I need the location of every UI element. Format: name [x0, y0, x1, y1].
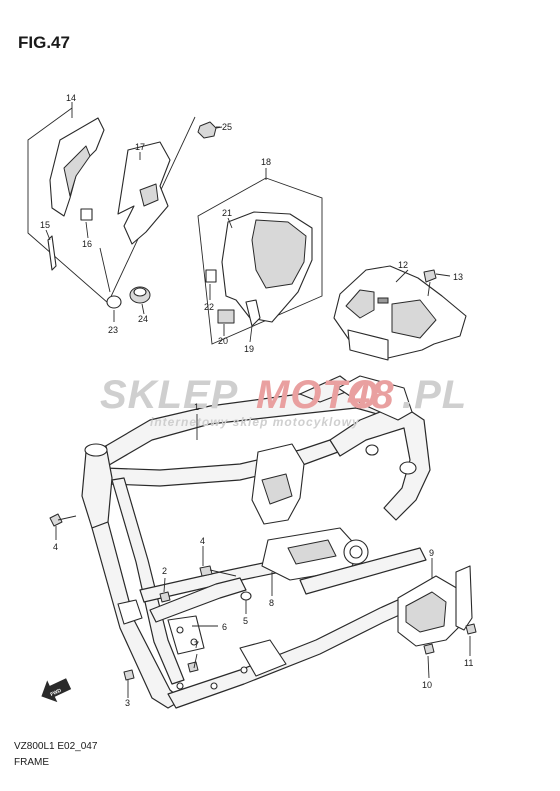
watermark-brand-mid: MOTO	[256, 373, 379, 417]
callout-22: 22	[204, 302, 214, 312]
washer-part	[106, 295, 122, 309]
figure-title: FIG.47	[18, 33, 70, 52]
callout-6: 6	[222, 622, 227, 632]
callout-4-left: 4	[53, 542, 58, 552]
main-frame-part	[81, 375, 431, 709]
callout-5: 5	[243, 616, 248, 626]
watermark-logo: SKLEP MOTO 48 .PL internetowy sklep moto…	[100, 373, 467, 429]
bracket-9-part	[397, 565, 473, 647]
leader-lines	[45, 126, 471, 698]
watermark-brand-num: 48	[347, 373, 395, 417]
callout-1: 1	[194, 402, 199, 412]
cover-clip-part	[245, 299, 261, 327]
watermark-brand-right: .PL	[402, 373, 467, 417]
callout-19: 19	[244, 344, 254, 354]
callout-21: 21	[222, 208, 232, 218]
steering-head	[81, 445, 113, 529]
cover-cushion-part	[205, 269, 217, 283]
cover-damper-part	[217, 309, 235, 324]
fasteners	[49, 513, 477, 681]
forward-arrow-label: FWD	[50, 688, 63, 698]
callout-9: 9	[429, 548, 434, 558]
callout-4-mid: 4	[200, 536, 205, 546]
callout-16: 16	[82, 239, 92, 249]
callout-2: 2	[162, 566, 167, 576]
watermark-brand-left: SKLEP	[100, 373, 238, 417]
battery-holder-part	[333, 265, 467, 361]
callout-3: 3	[125, 698, 130, 708]
watermark-tagline: internetowy sklep motocyklowy	[150, 415, 360, 429]
group-18-cover	[197, 168, 323, 345]
callout-14: 14	[66, 93, 76, 103]
forward-arrow-icon: FWD	[41, 678, 72, 703]
callout-15: 15	[40, 220, 50, 230]
model-code: VZ800L1 E02_047	[14, 741, 98, 752]
callout-12: 12	[398, 260, 408, 270]
callout-23: 23	[108, 325, 118, 335]
callout-17: 17	[135, 142, 145, 152]
assembly-name: FRAME	[14, 757, 49, 768]
callout-labels: 1 2 3 4 4 5 6 7 8 9 10 11 12 13 14 15 16…	[40, 93, 473, 708]
callout-25: 25	[222, 122, 232, 132]
callout-7: 7	[194, 640, 199, 650]
callout-11: 11	[464, 658, 473, 668]
callout-18: 18	[261, 157, 271, 167]
callout-13: 13	[453, 272, 463, 282]
callout-24: 24	[138, 314, 148, 324]
group-14-side-cover	[27, 102, 220, 309]
callout-10: 10	[422, 680, 432, 690]
clip-part	[47, 235, 57, 271]
nut-part	[197, 121, 217, 139]
callout-20: 20	[218, 336, 228, 346]
callout-8: 8	[269, 598, 274, 608]
cushion-part	[80, 208, 93, 221]
bolt-13-part	[423, 269, 437, 283]
